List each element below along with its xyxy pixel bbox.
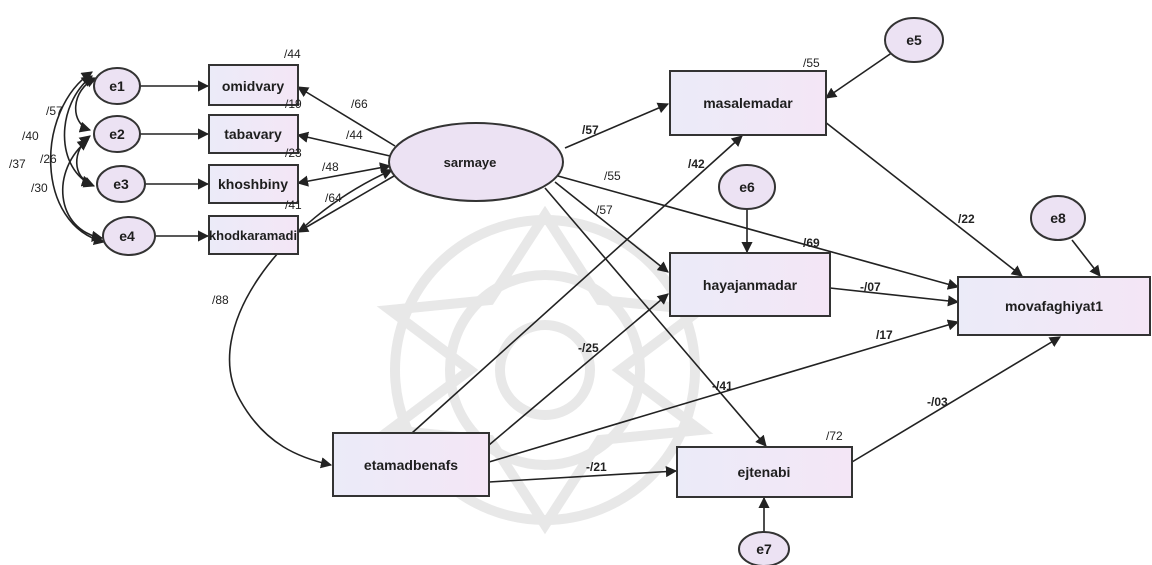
node-omidvary[interactable]: omidvary (208, 64, 299, 106)
loading-khoshbiny: /48 (322, 160, 339, 174)
node-omidvary-label: omidvary (222, 78, 284, 94)
node-tabavary[interactable]: tabavary (208, 114, 299, 154)
node-e5-label: e5 (906, 32, 922, 48)
path-labels: /88 /57 /55 /57 -/41 /42 -/25 /17 -/21 /… (212, 123, 975, 474)
node-e3-label: e3 (113, 176, 129, 192)
node-khoshbiny-label: khoshbiny (218, 176, 288, 192)
r2-tabavary: /19 (285, 97, 302, 111)
edge-etamadbenafs-hayajanmadar (488, 293, 669, 446)
r2-khodkaramadi: /41 (285, 198, 302, 212)
node-e4-label: e4 (119, 228, 135, 244)
loading-tabavary: /44 (346, 128, 363, 142)
edge-etamadbenafs-masalemadar (411, 135, 743, 434)
node-masalemadar[interactable]: masalemadar (669, 70, 827, 136)
cov-e2-e4 (61, 139, 104, 242)
edge-ejtenabi-movafaghiyat1 (851, 336, 1061, 463)
r2-ejtenabi: /72 (826, 429, 843, 443)
node-e7-label: e7 (756, 541, 772, 557)
node-e1[interactable]: e1 (93, 67, 141, 105)
loading-khodkaramadi: /64 (325, 191, 342, 205)
edge-e5-masalemadar (825, 51, 894, 99)
edges (49, 51, 1101, 532)
edge-sarmaye-tabavary (296, 131, 391, 157)
node-movafaghiyat1-label: movafaghiyat1 (1005, 298, 1103, 314)
node-e3[interactable]: e3 (96, 165, 146, 203)
path-label-etamadbenafs-movafaghiyat1: /17 (876, 328, 893, 342)
edge-sarmaye-masalemadar (564, 102, 670, 149)
node-e2-label: e2 (109, 126, 125, 142)
node-ejtenabi-label: ejtenabi (738, 464, 791, 480)
path-label-sarmaye-movafaghiyat1: /55 (604, 169, 621, 183)
cov-label-e2-e4: /30 (31, 181, 48, 195)
node-etamadbenafs-label: etamadbenafs (364, 457, 458, 473)
covariance-labels: /57 /40 /26 /37 /30 (9, 104, 63, 195)
cov-label-e1-e3: /40 (22, 129, 39, 143)
path-label-etamadbenafs-ejtenabi: -/21 (586, 460, 607, 474)
path-label-etamadbenafs-masalemadar: /42 (688, 157, 705, 171)
cov-sarmaye-etamadbenafs (228, 169, 394, 469)
nodes: e1 e2 e3 e4 omidvary tabavary khoshbiny (93, 17, 1151, 565)
node-movafaghiyat1[interactable]: movafaghiyat1 (957, 276, 1151, 336)
node-e5[interactable]: e5 (884, 17, 944, 63)
node-masalemadar-label: masalemadar (703, 95, 793, 111)
loading-omidvary: /66 (351, 97, 368, 111)
edge-sarmaye-omidvary (297, 86, 396, 147)
node-e8-label: e8 (1050, 210, 1066, 226)
node-e1-label: e1 (109, 78, 125, 94)
node-khodkaramadi[interactable]: khodkaramadi (208, 215, 299, 255)
edge-sarmaye-khodkaramadi (297, 175, 395, 233)
node-ejtenabi[interactable]: ejtenabi (676, 446, 853, 498)
path-label-masalemadar-movafaghiyat1: /22 (958, 212, 975, 226)
r2-khoshbiny: /23 (285, 146, 302, 160)
cov-label-e1-e2: /57 (46, 104, 63, 118)
node-e6[interactable]: e6 (718, 164, 776, 210)
r2-omidvary: /44 (284, 47, 301, 61)
edge-e8-movafaghiyat1 (1071, 239, 1101, 277)
node-khoshbiny[interactable]: khoshbiny (208, 164, 299, 204)
node-hayajanmadar[interactable]: hayajanmadar (669, 252, 831, 317)
edge-masalemadar-movafaghiyat1 (819, 117, 1023, 277)
edge-sarmaye-ejtenabi (544, 187, 767, 447)
node-e8[interactable]: e8 (1030, 195, 1086, 241)
node-sarmaye[interactable]: sarmaye (388, 122, 564, 202)
node-khodkaramadi-label: khodkaramadi (209, 228, 297, 243)
path-label-ejtenabi-movafaghiyat1: -/03 (927, 395, 948, 409)
edge-hayajanmadar-movafaghiyat1 (829, 287, 960, 307)
cov-e1-e2 (74, 77, 98, 133)
r2-hayajanmadar: /69 (803, 236, 820, 250)
node-e7[interactable]: e7 (738, 531, 790, 565)
node-sarmaye-label: sarmaye (444, 155, 497, 170)
path-label-sarmaye-masalemadar: /57 (582, 123, 599, 137)
r2-labels: /44 /19 /23 /41 /55 /69 /72 (284, 47, 843, 443)
node-hayajanmadar-label: hayajanmadar (703, 277, 798, 293)
edge-sarmaye-movafaghiyat1 (557, 175, 960, 290)
node-e4[interactable]: e4 (102, 216, 156, 256)
path-label-sarmaye-hayajanmadar: /57 (596, 203, 613, 217)
node-e6-label: e6 (739, 179, 755, 195)
edge-sarmaye-khoshbiny (296, 162, 392, 187)
loading-labels: /66 /44 /48 /64 (322, 97, 368, 205)
cov-label-e1-e4: /37 (9, 157, 26, 171)
node-tabavary-label: tabavary (224, 126, 282, 142)
edge-etamadbenafs-movafaghiyat1 (488, 319, 960, 463)
node-etamadbenafs[interactable]: etamadbenafs (332, 432, 490, 497)
node-e2[interactable]: e2 (93, 115, 141, 153)
r2-masalemadar: /55 (803, 56, 820, 70)
path-label-etamadbenafs-hayajanmadar: -/25 (578, 341, 599, 355)
path-label-sarmaye-etamadbenafs: /88 (212, 293, 229, 307)
edge-sarmaye-hayajanmadar (554, 181, 669, 273)
path-label-sarmaye-ejtenabi: -/41 (712, 379, 733, 393)
cov-label-e2-e3: /26 (40, 152, 57, 166)
edge-etamadbenafs-ejtenabi (488, 466, 678, 483)
path-label-hayajanmadar-movafaghiyat1: -/07 (860, 280, 881, 294)
